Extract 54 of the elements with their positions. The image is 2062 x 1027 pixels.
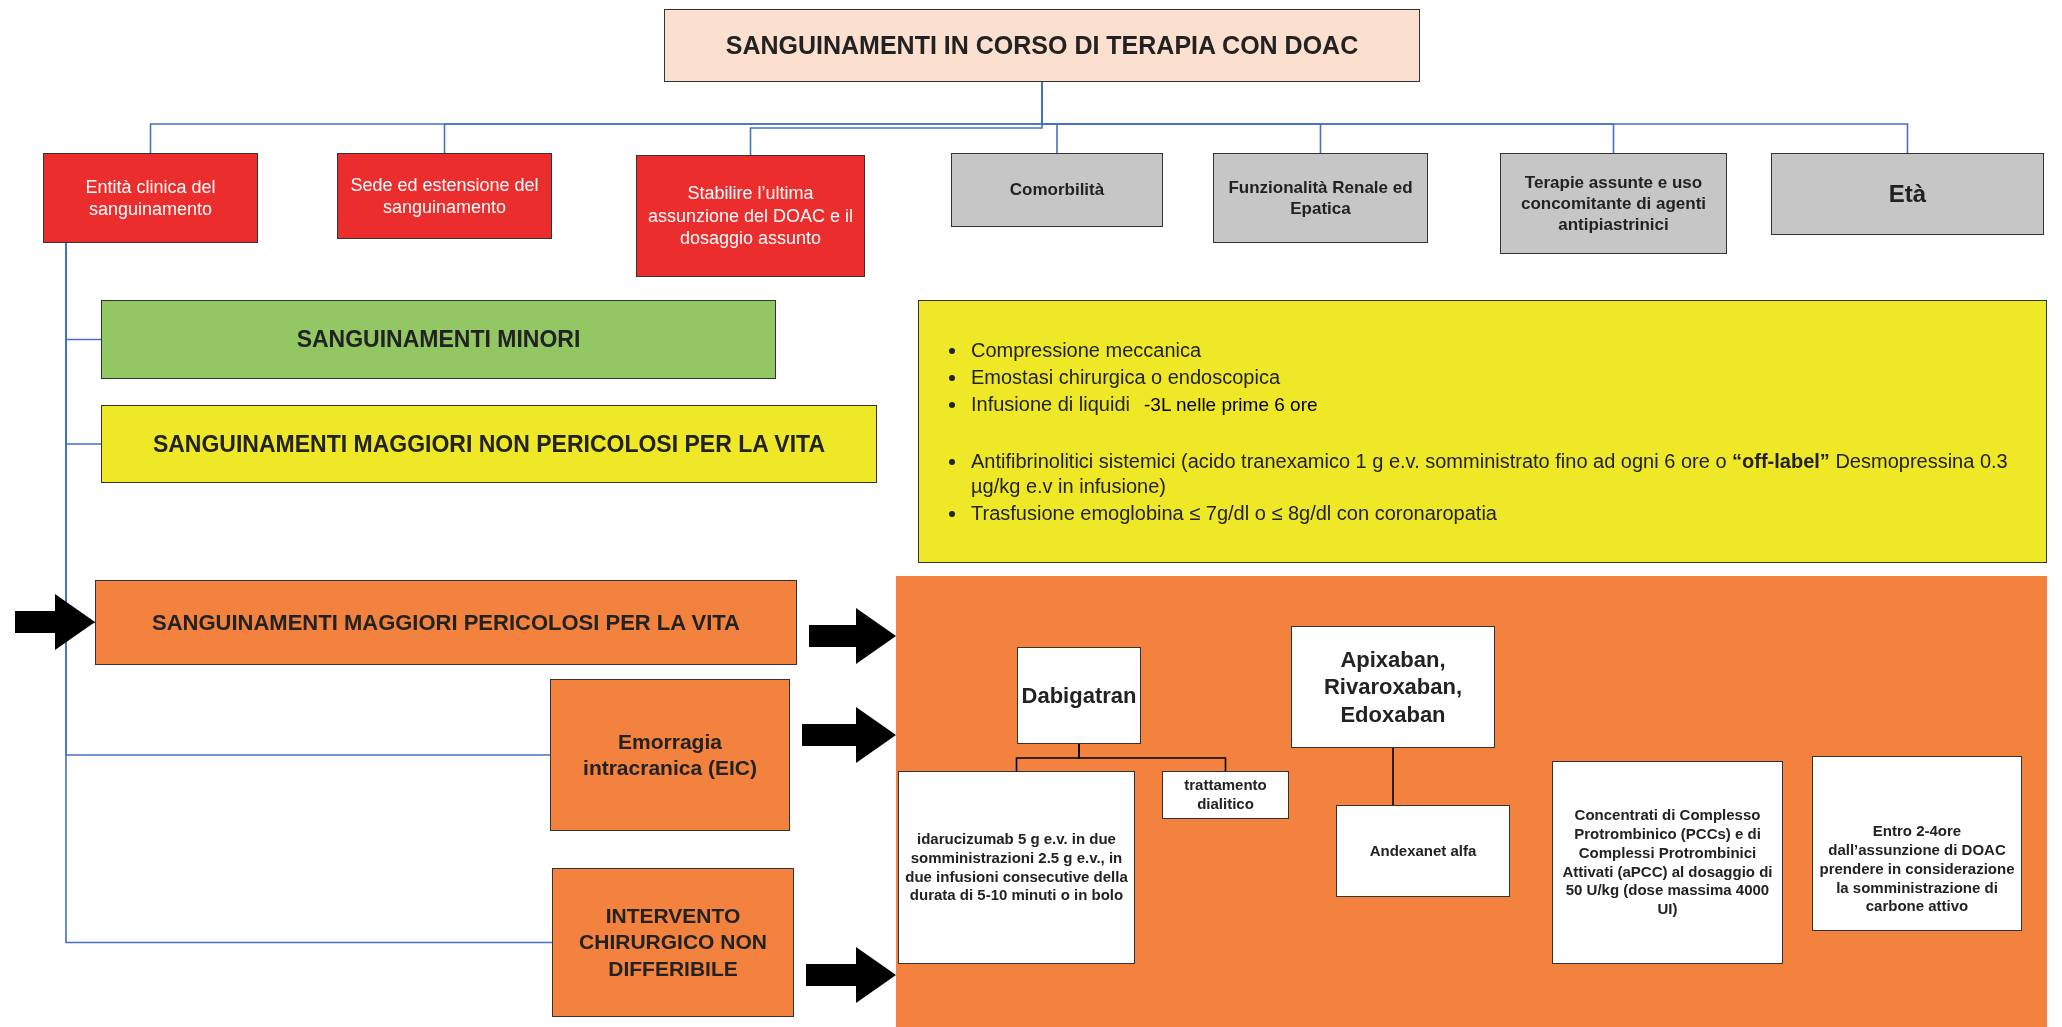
- box-label: SANGUINAMENTI IN CORSO DI TERAPIA CON DOAC: [725, 29, 1359, 61]
- bullet-text: Antifibrinolitici sistemici (acido tranexamico 1 g e.v. somministrato fino ad ogni 6 ore o “off-label” Desmopressina 0.3 µg/kg e.v in infusione): [971, 449, 2008, 497]
- treatment-box: [1812, 756, 2022, 931]
- drug-box: [1291, 626, 1495, 748]
- drug-box: [1017, 647, 1141, 744]
- box-label: Apixaban, Rivaroxaban, Edoxaban: [1322, 645, 1464, 729]
- box-label: Terapie assunte e uso concomitante di agenti antipiastrinici: [1519, 171, 1708, 236]
- box-label: Comorbilità: [1009, 179, 1105, 201]
- criterion-box: [337, 153, 552, 239]
- criterion-box: [1500, 153, 1727, 254]
- box-label: SANGUINAMENTI MAGGIORI NON PERICOLOSI PER LA VITA: [152, 429, 826, 459]
- treatment-box: [1336, 805, 1510, 897]
- box-label: Concentrati di Complesso Protrombinico (PCCs) e di Complessi Protrombinici Attivati (aPCC) al dosaggio di 50 U/kg (dose massima 4000 UI): [1561, 806, 1774, 919]
- box-label: idarucizumab 5 g e.v. in due somministrazioni 2.5 g e.v., in due infusioni consecutive della durata di 5-10 minuti o in bolo: [905, 830, 1128, 905]
- category-box: [95, 580, 797, 665]
- criterion-box: [43, 153, 258, 243]
- box-label: Età: [1888, 179, 1927, 209]
- box-label: Entità clinica del sanguinamento: [84, 175, 217, 221]
- block-arrow: [15, 594, 95, 650]
- title-box: [664, 9, 1420, 82]
- category-box: [101, 405, 877, 483]
- box-label: SANGUINAMENTI MAGGIORI PERICOLOSI PER LA VITA: [152, 608, 740, 637]
- box-label: Andexanet alfa: [1369, 841, 1477, 861]
- bullet-text: Compressione meccanica: [971, 338, 1202, 361]
- box-label: Funzionalità Renale ed Epatica: [1227, 176, 1414, 220]
- treatment-box: [1552, 761, 1783, 964]
- treatment-panel: [896, 576, 2047, 1027]
- category-box: [101, 300, 776, 379]
- box-label: Dabigatran: [1021, 681, 1137, 710]
- connector-line: [1078, 743, 1227, 772]
- block-arrow: [802, 707, 896, 763]
- treatment-box: [918, 300, 2047, 563]
- criterion-box: [951, 153, 1163, 227]
- box-label: SANGUINAMENTI MINORI: [296, 325, 581, 354]
- box-label: Entro 2-4ore dall’assunzione di DOAC prendere in considerazione la somministrazione di carbone attivo: [1818, 822, 2016, 916]
- category-box: [552, 868, 794, 1017]
- box-label: trattamento dialitico: [1183, 776, 1268, 814]
- note-text: -3L nelle prime 6 ore: [1144, 393, 1318, 415]
- box-label: Sede ed estensione del sanguinamento: [349, 173, 540, 219]
- block-arrow: [806, 947, 896, 1003]
- box-label: Emorragia intracranica (EIC): [582, 728, 758, 781]
- criterion-box: [636, 155, 865, 277]
- bullet-text: Trasfusione emoglobina ≤ 7g/dl o ≤ 8g/dl con coronaropatia: [971, 501, 1497, 524]
- treatment-box: [898, 771, 1135, 964]
- box-label: Stabilire l’ultima assunzione del DOAC e il dosaggio assunto: [646, 182, 855, 250]
- criterion-box: [1771, 153, 2044, 235]
- connector-line: [1392, 747, 1394, 806]
- bullet-text: Infusione di liquidi: [971, 392, 1130, 415]
- criterion-box: [1213, 153, 1428, 243]
- bullet-text: Emostasi chirurgica o endoscopica: [971, 365, 1281, 388]
- category-box: [550, 679, 790, 831]
- box-label: INTERVENTO CHIRURGICO NON DIFFERIBILE: [578, 903, 768, 982]
- block-arrow: [809, 608, 896, 664]
- treatment-box: [1162, 771, 1289, 819]
